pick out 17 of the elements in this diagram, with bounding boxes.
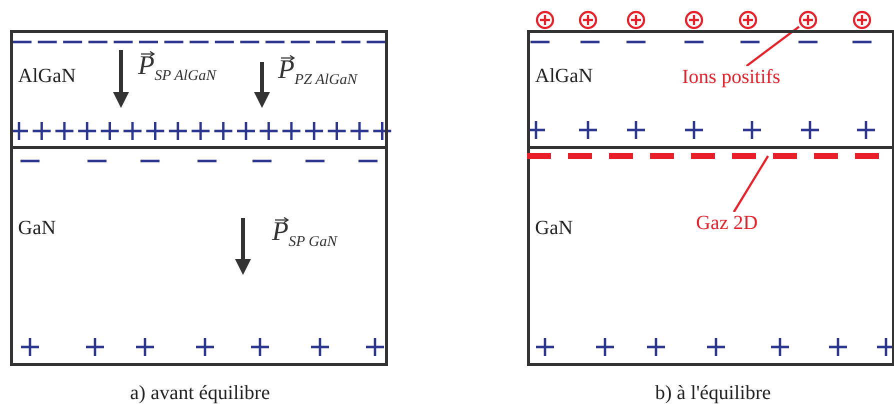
polarization-label: P$_{SP AlGaN}$ bbox=[138, 50, 216, 85]
annotation-label: Ions positifs bbox=[680, 66, 782, 89]
semiconductor-layer bbox=[10, 146, 388, 366]
leader-line bbox=[746, 26, 800, 67]
semiconductor-layer bbox=[527, 30, 894, 149]
panel-caption: a) avant équilibre bbox=[130, 382, 270, 405]
semiconductor-layer bbox=[527, 146, 894, 366]
layer-label: AlGaN bbox=[535, 65, 593, 88]
layer-label: AlGaN bbox=[18, 65, 76, 88]
semiconductor-layer bbox=[10, 30, 388, 149]
layer-label: GaN bbox=[535, 217, 573, 240]
electron-gas-line bbox=[527, 153, 881, 159]
layer-label: GaN bbox=[18, 217, 56, 240]
positive-ion bbox=[799, 11, 817, 29]
polarization-label: P$_{SP GaN}$ bbox=[272, 216, 337, 251]
panel-caption: b) à l'équilibre bbox=[655, 382, 771, 405]
polarization-label: P$_{PZ AlGaN}$ bbox=[278, 54, 358, 89]
